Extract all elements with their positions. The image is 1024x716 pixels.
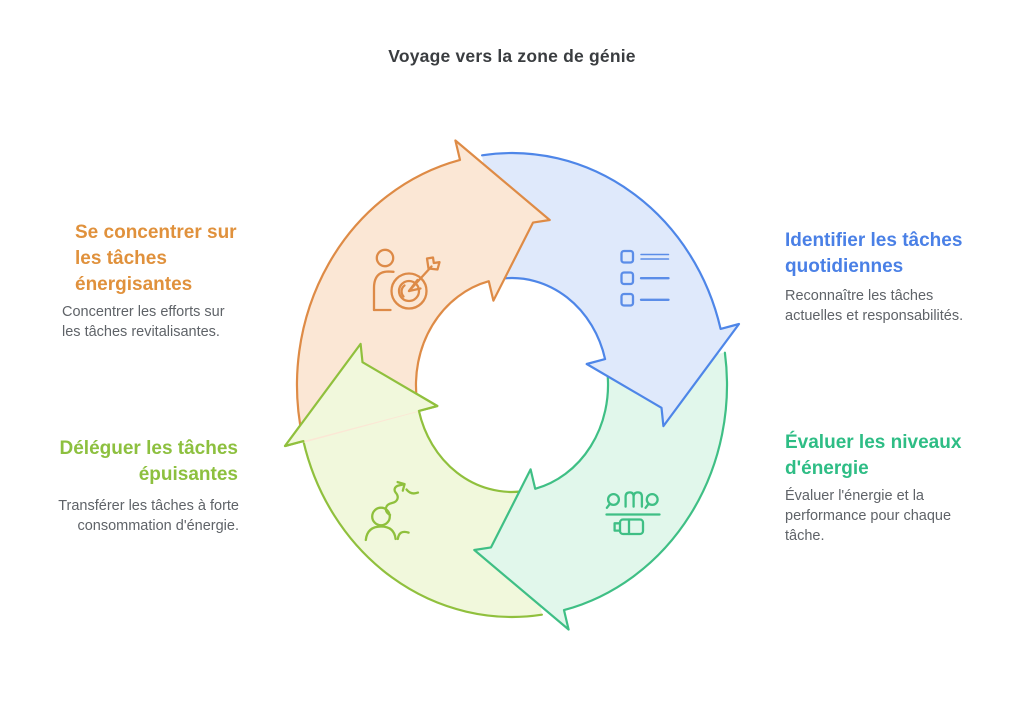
page-title: Voyage vers la zone de génie bbox=[388, 46, 636, 66]
step-body-evaluate: Évaluer l'énergie et la performance pour… bbox=[785, 488, 952, 544]
focus-target-icon bbox=[372, 248, 441, 312]
step-body-delegate: Transférer les tâches à forte consommati… bbox=[58, 498, 239, 534]
task-list-icon bbox=[620, 249, 670, 307]
step-body-focus: Concentrer les efforts sur les tâches re… bbox=[62, 304, 225, 340]
cycle-arrowhead-delegate-overlay bbox=[283, 342, 439, 448]
step-heading-identify: Identifier les tâches quotidiennes bbox=[785, 230, 963, 277]
delegate-person-icon bbox=[364, 480, 420, 542]
step-body-identify: Reconnaître les tâches actuelles et resp… bbox=[785, 288, 964, 324]
step-heading-evaluate: Évaluer les niveaux d'énergie bbox=[785, 432, 962, 479]
energy-battery-icon bbox=[605, 491, 661, 536]
step-heading-delegate: Déléguer les tâches épuisantes bbox=[59, 438, 238, 485]
cycle-arrows bbox=[283, 139, 741, 631]
step-heading-focus: Se concentrer sur les tâches énergisante… bbox=[75, 222, 237, 295]
